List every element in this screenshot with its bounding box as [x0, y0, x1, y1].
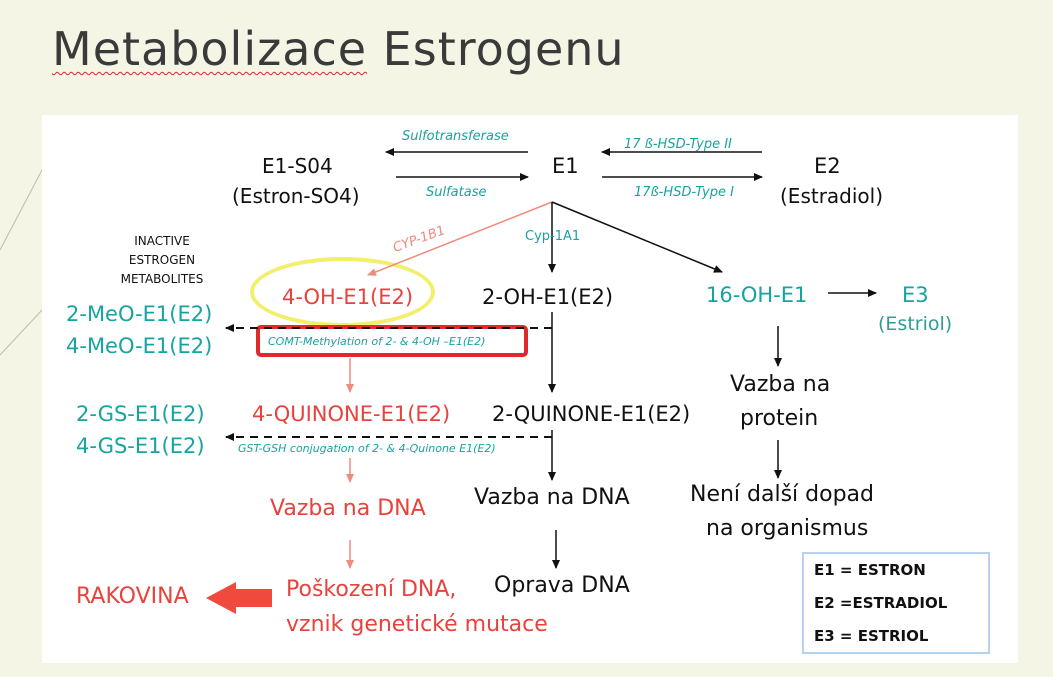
node-oprava-dna: Oprava DNA — [494, 573, 630, 598]
node-e1: E1 — [552, 154, 579, 178]
legend-e3: E3 = ESTRIOL — [814, 627, 929, 645]
legend-box: E1 = ESTRON E2 =ESTRADIOL E3 = ESTRIOL — [802, 552, 990, 654]
enzyme-cyp1a1: Cyp-1A1 — [525, 229, 581, 244]
node-4-oh: 4-OH-E1(E2) — [282, 285, 414, 309]
node-2-meo: 2-MeO-E1(E2) — [66, 302, 213, 326]
enzyme-sulfatase: Sulfatase — [426, 185, 487, 200]
node-vazba-protein-1: Vazba na — [730, 372, 831, 397]
node-estriol: (Estriol) — [878, 313, 953, 335]
node-e3: E3 — [902, 283, 929, 307]
enzyme-hsd-type-i: 17ß-HSD-Type I — [634, 185, 734, 200]
enzyme-sulfotransferase: Sulfotransferase — [402, 129, 509, 144]
node-vazba-dna-black: Vazba na DNA — [474, 485, 630, 510]
node-4-quinone: 4-QUINONE-E1(E2) — [252, 402, 451, 426]
node-poskozeni-2: vznik genetické mutace — [286, 612, 548, 637]
node-e1-s04: E1-S04 — [262, 154, 333, 178]
enzyme-gst: GST-GSH conjugation of 2- & 4-Quinone E1… — [238, 442, 496, 455]
node-2-quinone: 2-QUINONE-E1(E2) — [492, 402, 691, 426]
arrow-to-16oh — [551, 201, 723, 273]
node-rakovina: RAKOVINA — [76, 584, 189, 609]
enzyme-hsd-type-ii: 17 ß-HSD-Type II — [624, 137, 732, 152]
rakovina-block-arrow — [206, 582, 272, 614]
node-vazba-dna-red: Vazba na DNA — [270, 496, 426, 521]
node-16-oh: 16-OH-E1 — [706, 283, 808, 307]
node-e2: E2 — [814, 154, 841, 178]
node-estradiol: (Estradiol) — [780, 184, 884, 208]
slide-title: Metabolizace Estrogenu — [52, 22, 625, 76]
node-estron-so4: (Estron-SO4) — [232, 184, 360, 208]
node-4-meo: 4-MeO-E1(E2) — [66, 334, 213, 358]
node-4-gs: 4-GS-E1(E2) — [76, 434, 205, 458]
node-neni-2: na organismus — [706, 516, 869, 541]
legend-e2: E2 =ESTRADIOL — [814, 594, 948, 612]
arrow-cyp1b1 — [367, 201, 553, 276]
node-2-gs: 2-GS-E1(E2) — [76, 402, 205, 426]
node-2-oh: 2-OH-E1(E2) — [482, 285, 614, 309]
node-poskozeni-1: Poškození DNA, — [286, 577, 457, 602]
legend-e1: E1 = ESTRON — [814, 561, 926, 579]
node-neni-1: Není další dopad — [690, 482, 875, 507]
node-vazba-protein-2: protein — [740, 406, 819, 431]
enzyme-comt: COMT-Methylation of 2- & 4-OH –E1(E2) — [268, 335, 486, 348]
